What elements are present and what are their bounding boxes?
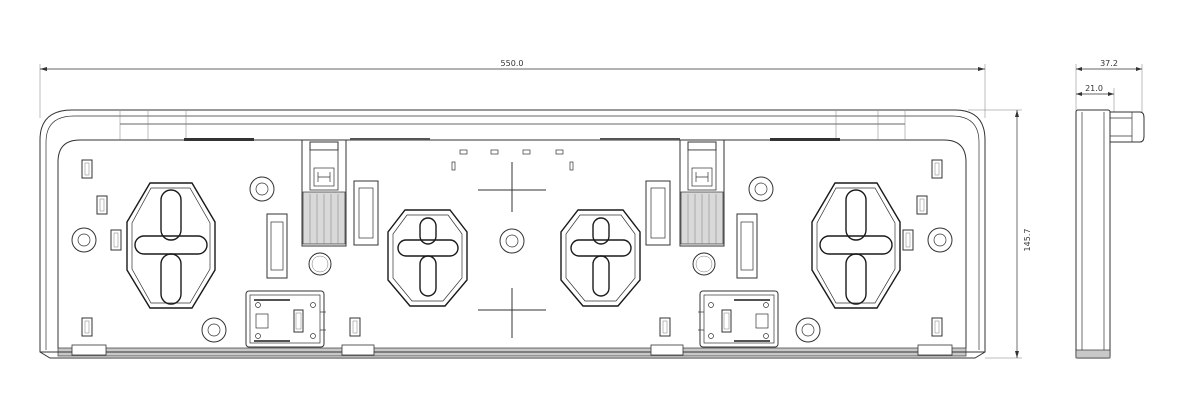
height-dimension: 145.7 (968, 109, 1032, 359)
left-connector-housing (301, 139, 347, 247)
center-left-mount-plate (387, 209, 468, 307)
width-dimension-label: 550.0 (501, 59, 524, 68)
side-view: 37.2 21.0 (1075, 59, 1145, 359)
width-dimension: 550.0 (39, 59, 986, 118)
right-connector-housing (679, 139, 725, 247)
main-body (39, 109, 986, 359)
height-dimension-label: 145.7 (1023, 229, 1032, 252)
clip-slots (81, 159, 943, 337)
screw-bosses (71, 176, 953, 343)
latch-slots (266, 180, 758, 279)
left-terminal-block (245, 290, 326, 348)
center-right-mount-plate (560, 209, 641, 307)
side-offset-label: 21.0 (1085, 84, 1103, 93)
center-marks (451, 149, 574, 338)
side-depth-label: 37.2 (1100, 59, 1118, 68)
right-terminal-block (698, 290, 779, 348)
right-mount-plate (811, 182, 901, 309)
left-mount-plate (126, 182, 216, 309)
